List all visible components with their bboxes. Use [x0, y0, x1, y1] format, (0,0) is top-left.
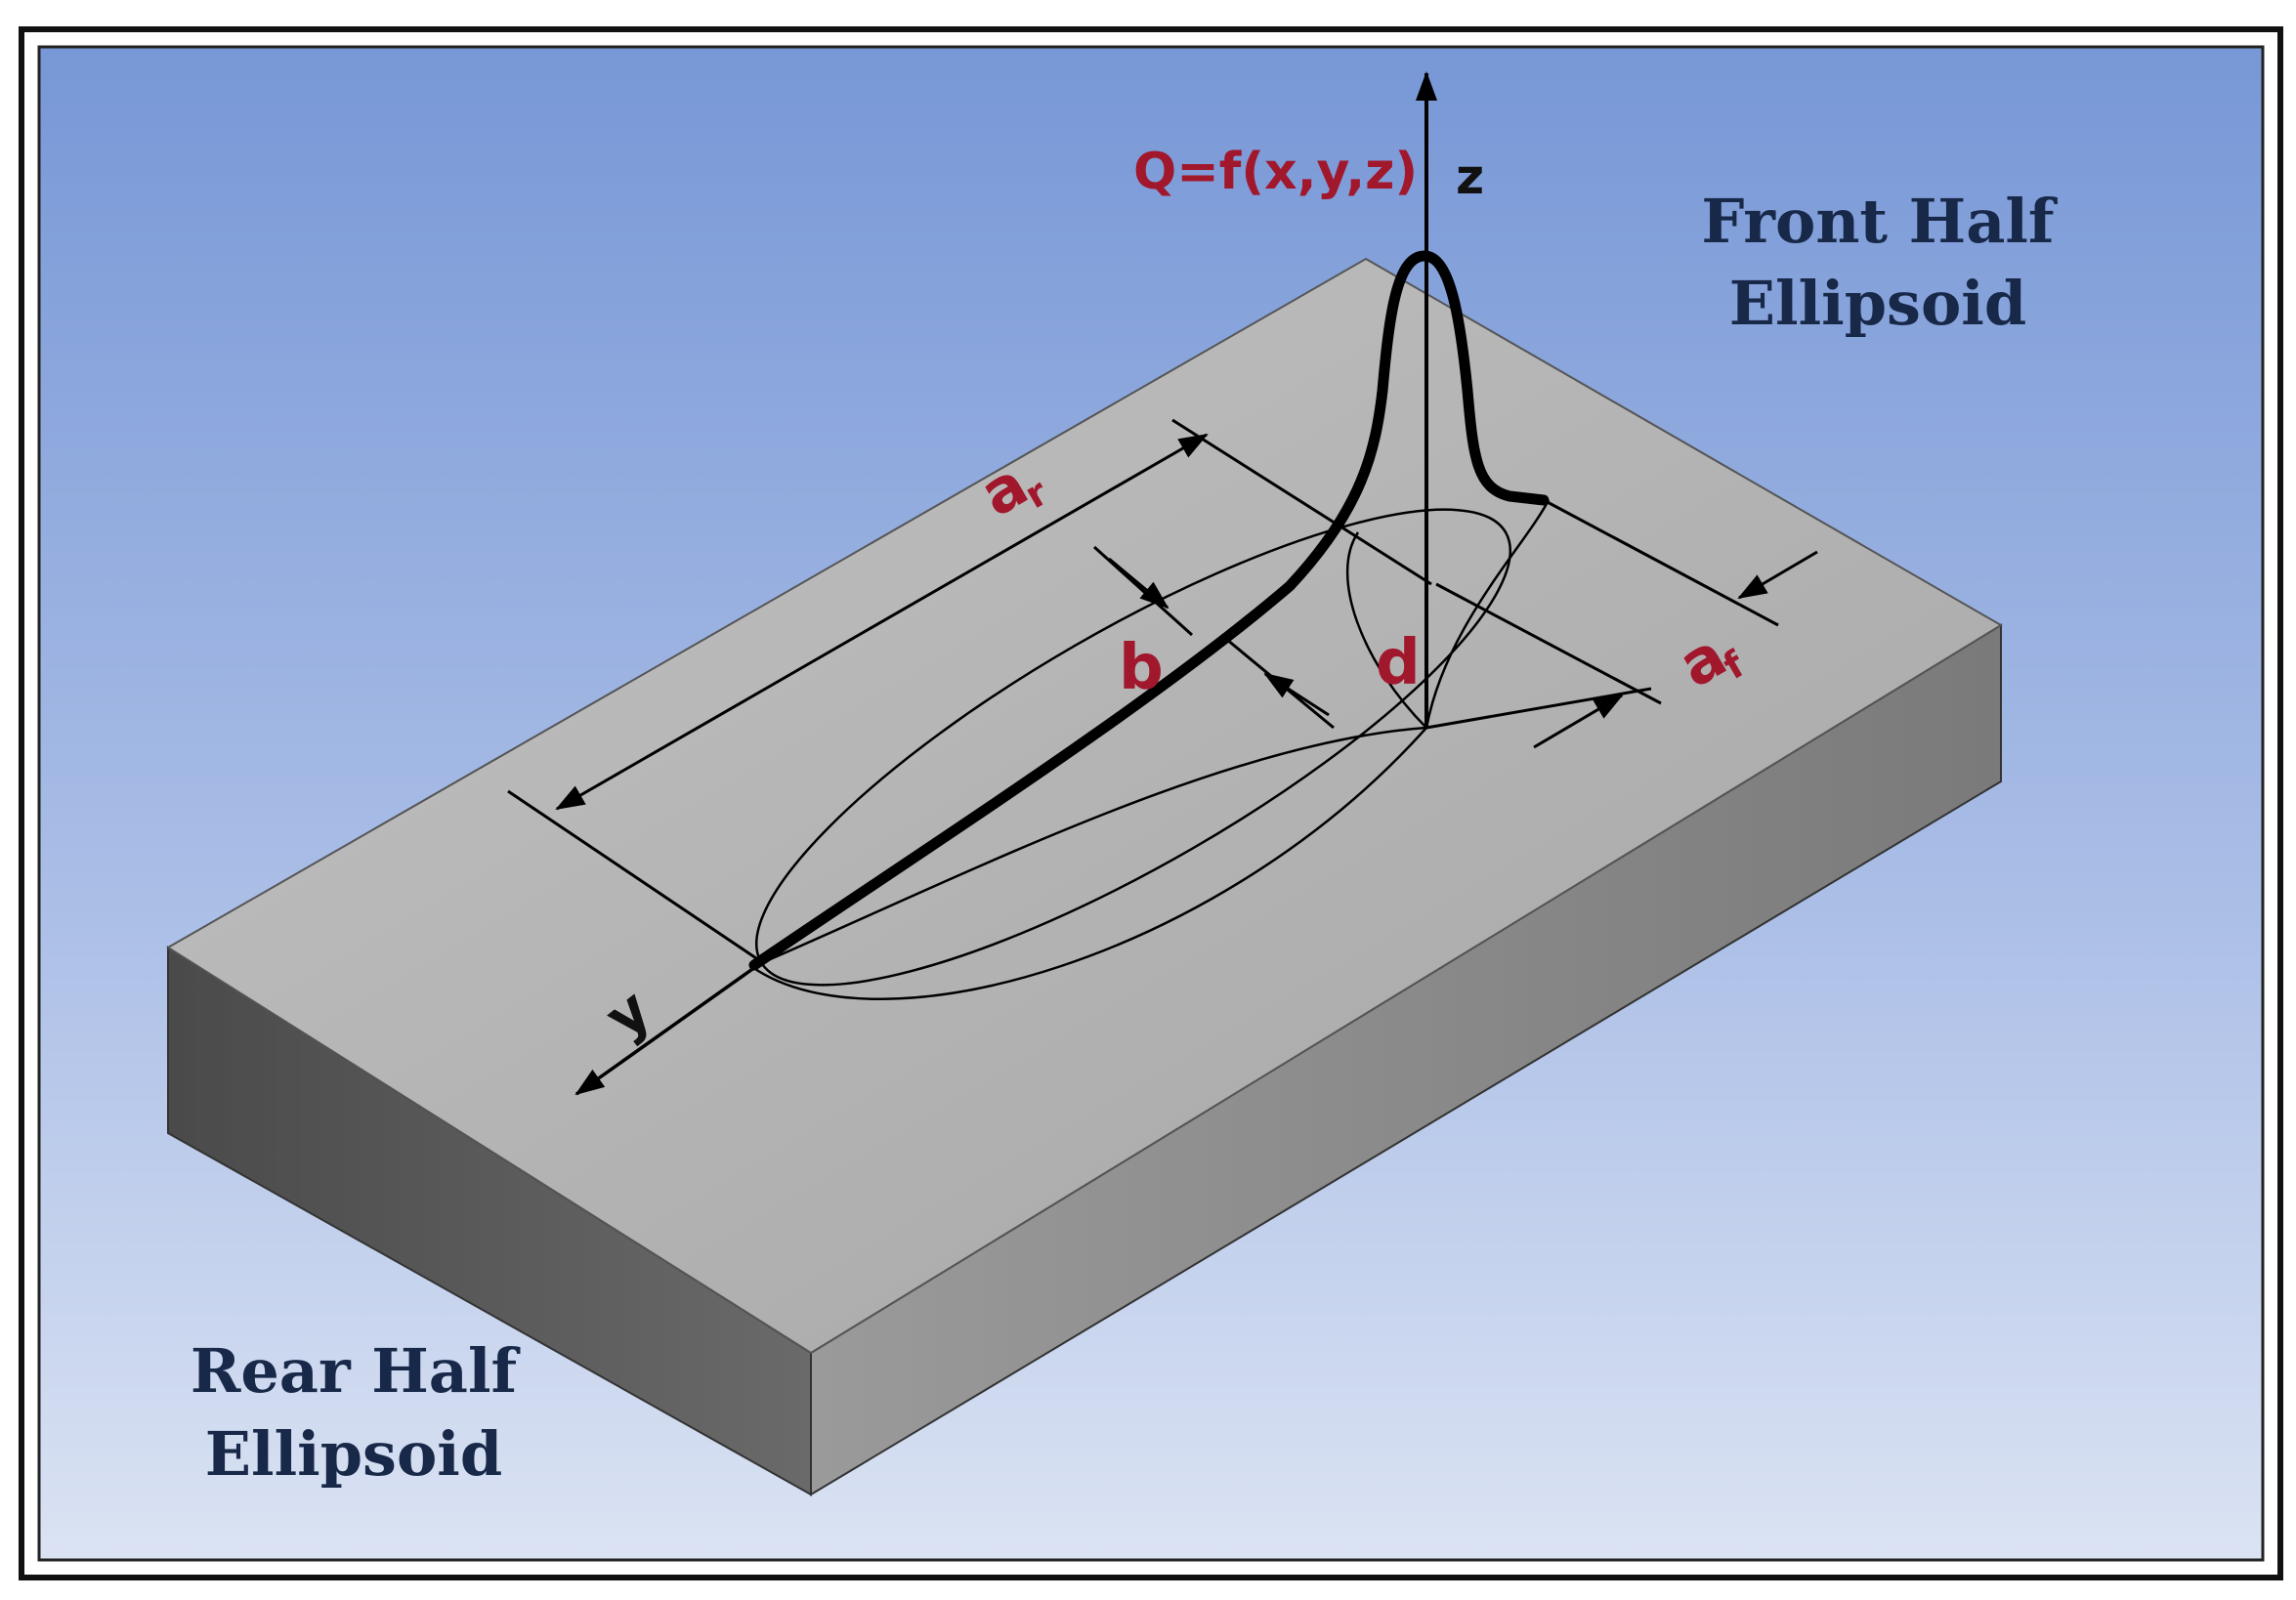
- dim-ar-arrow: [555, 433, 1209, 811]
- dim-af-arrow-lower: [1533, 694, 1624, 749]
- rear-half-label-line2: Ellipsoid: [205, 1418, 502, 1490]
- dim-af-ext-rear-2: [1435, 582, 1662, 705]
- z-axis-label: z: [1456, 148, 1484, 205]
- dim-af-arrow-upper: [1737, 550, 1818, 600]
- front-half-label-line1: Front Half: [1701, 186, 2058, 257]
- dim-ar: [507, 418, 1432, 964]
- dim-b-arrow-2: [1263, 672, 1330, 717]
- dim-af: [1425, 498, 1818, 749]
- ellipsoid-bottom-outline: [751, 727, 1427, 1000]
- ellipsoid-bottom-inner: [751, 726, 1427, 969]
- y-axis: [574, 953, 774, 1096]
- dim-ar-ext-front: [1171, 418, 1432, 586]
- heat-function-label: Q=f(x,y,z): [1133, 143, 1418, 201]
- labels: Q=f(x,y,z) z a r b d a f y Front Half El…: [191, 143, 2058, 1490]
- dim-ar-ext-rear: [507, 789, 763, 964]
- dim-b-label: b: [1119, 632, 1164, 704]
- cross-section-rear: [1345, 531, 1427, 729]
- dim-af-ext-front: [1543, 498, 1779, 627]
- dim-b-arrow-1: [1108, 557, 1169, 610]
- cross-section-front: [1424, 499, 1551, 729]
- dim-d-label: d: [1376, 627, 1421, 699]
- front-half-label-line2: Ellipsoid: [1729, 268, 2026, 339]
- rear-half-label-line1: Rear Half: [191, 1335, 521, 1407]
- dim-b: [1092, 545, 1335, 730]
